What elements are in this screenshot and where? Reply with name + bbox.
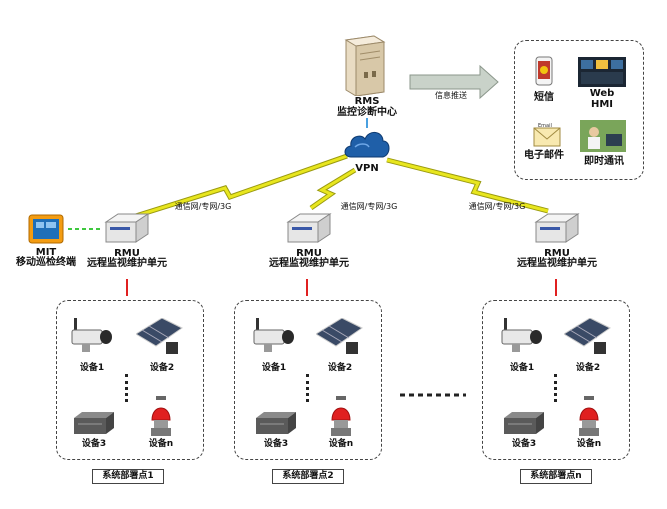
tablet-icon bbox=[28, 214, 64, 244]
channel-im-label: 即时通讯 bbox=[584, 156, 624, 167]
link-label-2: 通信网/专网/3G bbox=[340, 202, 398, 211]
rmu-title-3: RMU bbox=[544, 248, 570, 259]
rmu-subtitle-2: 远程监视维护单元 bbox=[269, 258, 349, 269]
link-label-3: 通信网/专网/3G bbox=[468, 202, 526, 211]
device-n-label: 设备n bbox=[328, 439, 354, 449]
email-icon: Email bbox=[533, 123, 561, 147]
channel-email-label: 电子邮件 bbox=[524, 150, 564, 161]
channel-web-hmi-label: Web HMI bbox=[589, 88, 615, 110]
rmu-title-1: RMU bbox=[114, 248, 140, 259]
camera-icon bbox=[71, 318, 112, 352]
instant-messaging-photo-icon bbox=[580, 120, 626, 152]
rmu-device-icon bbox=[286, 213, 332, 243]
notification-channels-box bbox=[514, 40, 644, 180]
server-icon bbox=[344, 35, 386, 96]
device-1-label: 设备1 bbox=[509, 363, 535, 373]
camera-icon bbox=[501, 318, 542, 352]
rmu-subtitle-3: 远程监视维护单元 bbox=[517, 258, 597, 269]
solar-panel-icon bbox=[316, 318, 363, 354]
device-n-label: 设备n bbox=[148, 439, 174, 449]
device-1-label: 设备1 bbox=[79, 363, 105, 373]
site-tag-3: 系统部署点n bbox=[520, 469, 592, 484]
warning-beacon-icon bbox=[331, 396, 351, 436]
warning-beacon-icon bbox=[579, 396, 599, 436]
push-label: 信息推送 bbox=[435, 91, 467, 100]
rack-unit-icon bbox=[74, 412, 114, 434]
rms-subtitle: 监控诊断中心 bbox=[337, 107, 397, 118]
svg-text:Email: Email bbox=[538, 123, 552, 129]
site-tag-1: 系统部署点1 bbox=[92, 469, 164, 484]
device-2-label: 设备2 bbox=[575, 363, 601, 373]
mit-subtitle: 移动巡检终端 bbox=[16, 257, 76, 268]
push-arrow bbox=[409, 64, 499, 100]
device-3-label: 设备3 bbox=[263, 439, 289, 449]
warning-beacon-icon bbox=[151, 396, 171, 436]
device-2-label: 设备2 bbox=[149, 363, 175, 373]
device-3-label: 设备3 bbox=[511, 439, 537, 449]
rmu-title-2: RMU bbox=[296, 248, 322, 259]
rack-unit-icon bbox=[504, 412, 544, 434]
device-1-label: 设备1 bbox=[261, 363, 287, 373]
solar-panel-icon bbox=[564, 318, 611, 354]
rack-unit-icon bbox=[256, 412, 296, 434]
rmu-subtitle-1: 远程监视维护单元 bbox=[87, 258, 167, 269]
monitor-screens-icon bbox=[578, 57, 626, 87]
device-n-label: 设备n bbox=[576, 439, 602, 449]
device-3-label: 设备3 bbox=[81, 439, 107, 449]
cloud-icon bbox=[344, 132, 390, 158]
link-label-1: 通信网/专网/3G bbox=[174, 202, 232, 211]
rmu-device-icon bbox=[104, 213, 150, 243]
vertical-ellipsis bbox=[554, 374, 560, 402]
site-box-2 bbox=[234, 300, 382, 460]
channel-sms-label: 短信 bbox=[534, 92, 554, 103]
rmu-device-icon bbox=[534, 213, 580, 243]
camera-icon bbox=[253, 318, 294, 352]
device-2-label: 设备2 bbox=[327, 363, 353, 373]
site-box-3 bbox=[482, 300, 630, 460]
solar-panel-icon bbox=[136, 318, 183, 354]
phone-icon bbox=[535, 56, 553, 86]
mit-title: MIT bbox=[35, 247, 57, 258]
vertical-ellipsis bbox=[125, 374, 131, 402]
site-box-1 bbox=[56, 300, 204, 460]
site-tag-2: 系统部署点2 bbox=[272, 469, 344, 484]
vertical-ellipsis bbox=[306, 374, 312, 402]
rms-title: RMS bbox=[354, 96, 380, 107]
vpn-label: VPN bbox=[355, 163, 379, 174]
